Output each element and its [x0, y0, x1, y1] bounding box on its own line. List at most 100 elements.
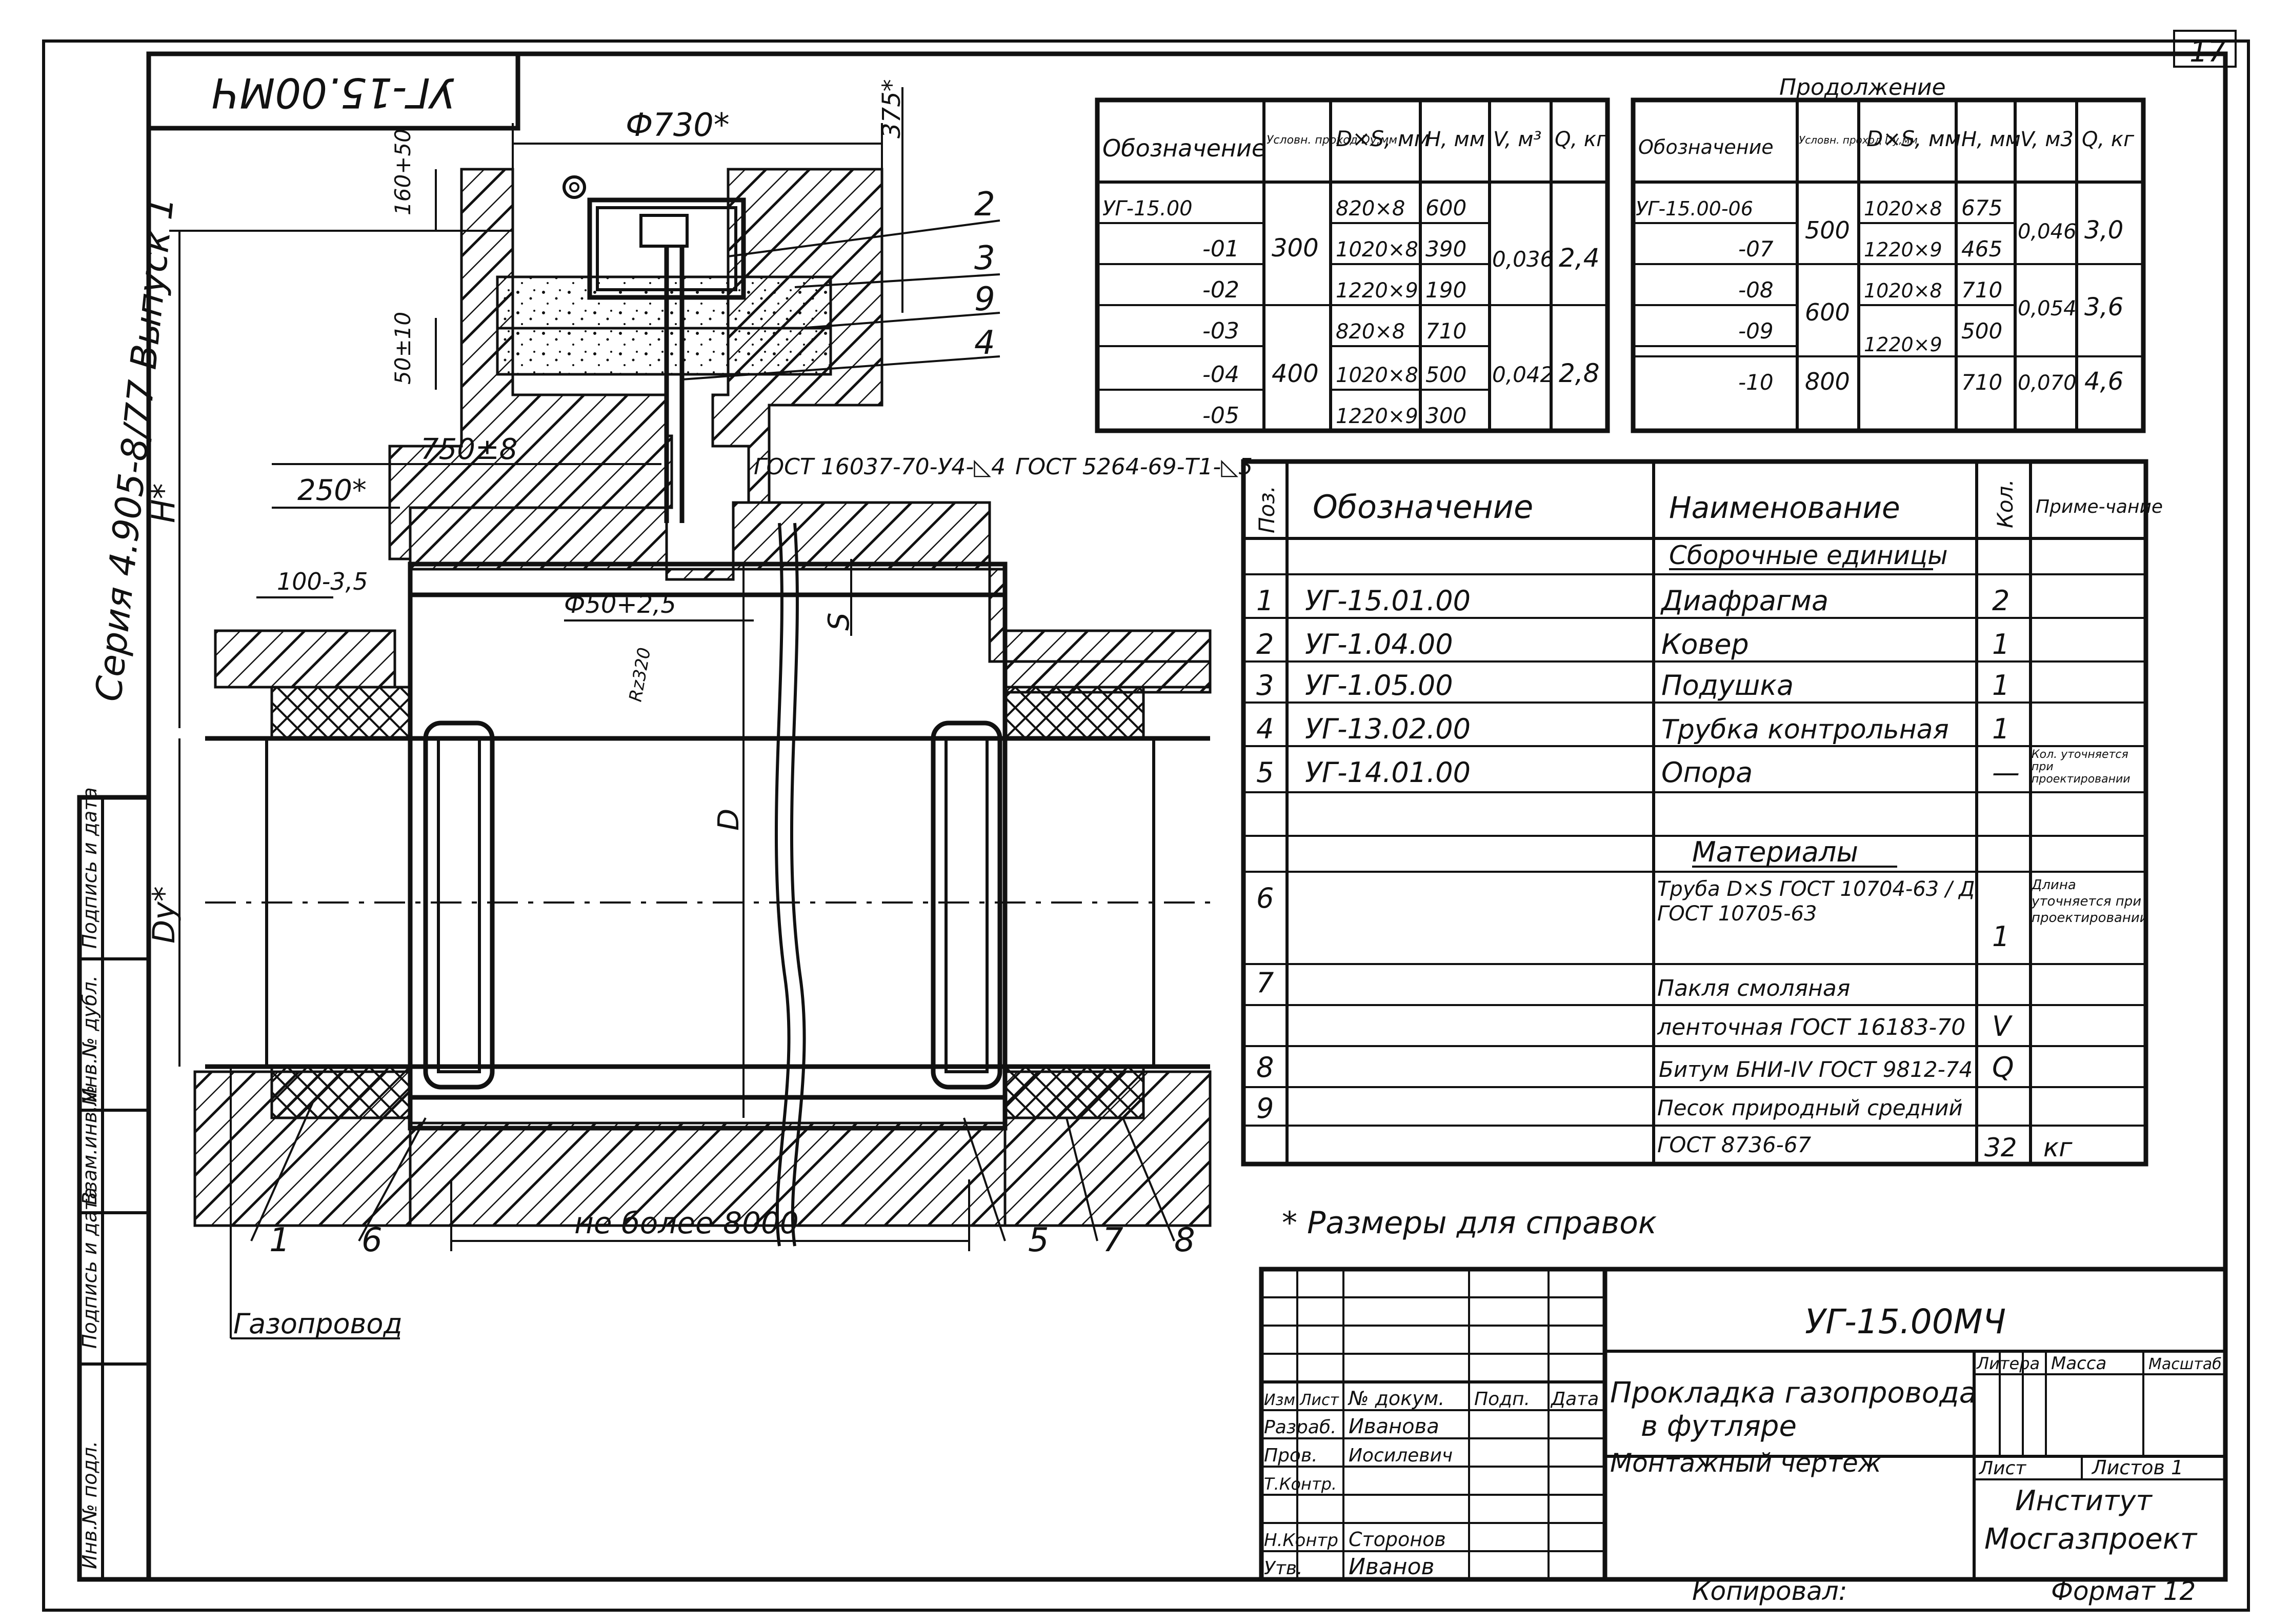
- t2-r0-h: 675: [1961, 195, 2002, 220]
- spec-r4-qty: —: [1992, 756, 2020, 789]
- stamp-label-1: Подпись и дата: [78, 1187, 101, 1349]
- tb-name-3: Сторонов: [1349, 1528, 1446, 1551]
- t1-r4-ds: 1020×8: [1336, 364, 1418, 387]
- callout-5: 5: [1028, 1221, 1049, 1259]
- tb-role-3: Н.Контр: [1264, 1530, 1338, 1551]
- tb-col-izm: Изм: [1264, 1391, 1295, 1409]
- tb-role-0: Разраб.: [1264, 1417, 1336, 1438]
- t2-q0: 3,0: [2084, 216, 2123, 245]
- tb-org-2: Мосгазпроект: [1984, 1522, 2198, 1556]
- tb-code: УГ-15.00МЧ: [1805, 1302, 2006, 1341]
- gas-pipeline: [205, 736, 1210, 1069]
- dim-H: H*: [145, 483, 182, 523]
- t1-r4-code: -04: [1202, 362, 1239, 388]
- spec-m1-name: Пакля смоляная ленточная ГОСТ 16183-70: [1657, 975, 1966, 1040]
- t1-r5-h: 300: [1425, 403, 1466, 428]
- t2-r1-ds: 1220×9: [1864, 238, 1942, 261]
- t1-r4-dy: 400: [1272, 359, 1319, 388]
- stamp-label-2: Взам.инв.№: [78, 1085, 101, 1205]
- title-block: Изм Лист № докум. Подп. Дата Разраб. Ива…: [1259, 1267, 2228, 1582]
- t2-r4-code: -10: [1738, 370, 1774, 395]
- tb-name-1: Иосилевич: [1349, 1445, 1453, 1466]
- t1-head-ds: D×S, мм: [1336, 126, 1430, 151]
- weld-note-2: ГОСТ 5264-69-Т1-◺5: [1015, 454, 1253, 480]
- tb-massa: Масса: [2051, 1353, 2106, 1374]
- dim-length: не более 8000: [574, 1206, 799, 1240]
- spec-m3-name: Песок природный средний ГОСТ 8736-67: [1657, 1095, 1963, 1157]
- t2-head-dy: Условн. проход Dу,мм: [1799, 134, 1918, 146]
- t2-r4-h: 710: [1961, 370, 2002, 395]
- callout-1: 1: [269, 1221, 290, 1259]
- spec-r3-name: Трубка контрольная: [1661, 714, 1949, 745]
- t2-r2-code: -08: [1738, 277, 1774, 303]
- spec-r2-qty: 1: [1992, 669, 2009, 701]
- dim-Dy: Dy*: [146, 886, 182, 944]
- stamp-label-0: Инв.№ подл.: [78, 1441, 101, 1569]
- callout-3: 3: [974, 239, 995, 277]
- format-label: Формат 12: [2051, 1576, 2196, 1606]
- spec-r0-code: УГ-15.01.00: [1305, 585, 1471, 617]
- tb-col-doc: № докум.: [1348, 1387, 1444, 1410]
- gas-pipe-label: Газопровод: [233, 1308, 403, 1340]
- spec-r1-qty: 1: [1992, 628, 2009, 660]
- spec-r2-code: УГ-1.05.00: [1305, 669, 1453, 701]
- spec-r3-pos: 4: [1256, 713, 1274, 745]
- tb-name-4: Иванов: [1349, 1554, 1434, 1580]
- spec-head-code: Обозначение: [1313, 488, 1533, 526]
- table-sizes-2: Продолжение Обозначение Условн. проход D…: [1631, 74, 2146, 433]
- t2-r2-ds: 1020×8: [1864, 279, 1942, 302]
- t1-r5-code: -05: [1202, 403, 1239, 429]
- spec-m1-qty: V: [1992, 1010, 2013, 1042]
- t2-head-q: Q, кг: [2082, 128, 2135, 151]
- dim-100: 100-3,5: [277, 568, 368, 595]
- dimension-lines: [169, 87, 970, 1251]
- stamp-label-3: Инв.№ дубл.: [78, 975, 101, 1102]
- spec-r1-pos: 2: [1256, 628, 1274, 660]
- t1-r3-ds: 820×8: [1336, 320, 1405, 344]
- t2-r3-ds: 1220×9: [1864, 333, 1942, 356]
- t1-head-h: H, мм: [1425, 128, 1485, 151]
- t1-r0-h: 600: [1425, 195, 1466, 220]
- casing-pipe: [408, 562, 1008, 1131]
- t1-head-code: Обозначение: [1102, 134, 1266, 162]
- t1-r0-code: УГ-15.00: [1102, 197, 1193, 220]
- callout-7: 7: [1102, 1221, 1123, 1259]
- stamp-label-4: Подпись и дата: [78, 787, 101, 949]
- dim-phi50: Ф50+2,5: [564, 590, 676, 619]
- dim-D: D: [712, 809, 746, 831]
- t2-v2: 0,070: [2018, 371, 2077, 395]
- dim-250: 250*: [297, 474, 367, 507]
- t1-head-dy: Условн. проход Dу,мм: [1267, 134, 1397, 147]
- spec-head-name: Наименование: [1669, 490, 1900, 525]
- tb-name-0: Иванова: [1349, 1415, 1439, 1438]
- spec-m1-pos: 7: [1256, 967, 1274, 999]
- callout-9: 9: [974, 280, 995, 318]
- break-line-2: [790, 523, 806, 1247]
- t1-r3-code: -03: [1202, 318, 1239, 344]
- t2-q1: 3,6: [2084, 293, 2123, 322]
- corner-code: УГ-15.00МЧ: [211, 69, 455, 116]
- t1-r4-h: 500: [1425, 362, 1466, 387]
- t1-r1-ds: 1020×8: [1336, 238, 1418, 262]
- spec-m3-note: кг: [2043, 1133, 2073, 1162]
- tb-role-2: Т.Контр.: [1264, 1474, 1337, 1494]
- t2-r1-code: -07: [1738, 236, 1774, 262]
- spec-r1-name: Ковер: [1661, 628, 1749, 660]
- spec-r4-note: Кол. уточняется при проектировании: [2032, 749, 2131, 786]
- t1-r1-code: -01: [1202, 236, 1239, 262]
- spec-r4-pos: 5: [1256, 756, 1274, 789]
- t1-head-v: V, м³: [1493, 128, 1541, 151]
- sand-layer: [496, 327, 832, 376]
- callout-2: 2: [974, 186, 995, 224]
- t2-v1: 0,054: [2018, 297, 2077, 320]
- weld-note-1: ГОСТ 16037-70-У4-◺4: [754, 454, 1006, 480]
- table-sizes-1: Обозначение Условн. проход Dу,мм D×S, мм…: [1095, 97, 1610, 433]
- callouts: 2 3 9 4 1 6 5 7 8: [250, 186, 1195, 1259]
- tb-col-list: Лист: [1299, 1391, 1340, 1409]
- dim-S: S: [822, 612, 856, 631]
- tb-col-date: Дата: [1550, 1389, 1599, 1410]
- t2-r0-ds: 1020×8: [1864, 197, 1942, 220]
- spec-m0-note: Длина уточняется при проектировании: [2032, 877, 2144, 926]
- spec-m0-pos: 6: [1256, 882, 1274, 914]
